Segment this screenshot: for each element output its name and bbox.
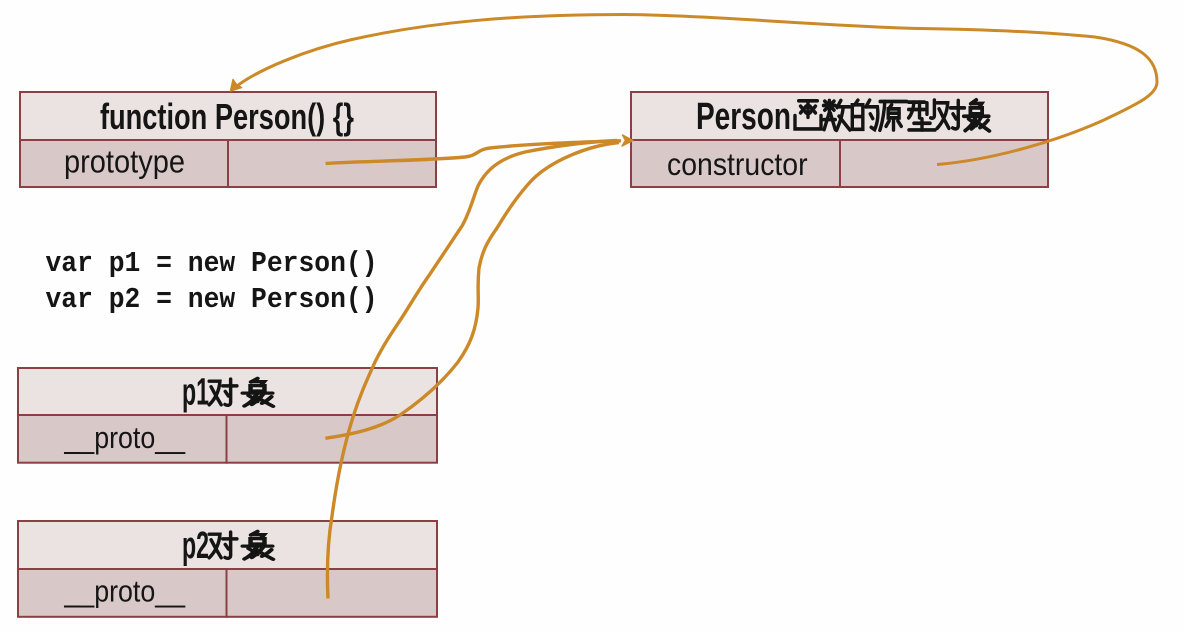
svg-text:p1: p1 [182,371,209,413]
svg-text:p2: p2 [182,525,209,567]
svg-text:__proto__: __proto__ [63,421,185,456]
svg-text:function Person() {}: function Person() {} [100,96,354,136]
svg-text:__proto__: __proto__ [63,574,185,609]
svg-text:var p2 = new Person(): var p2 = new Person() [46,284,378,316]
svg-text:var p1 = new Person(): var p1 = new Person() [46,248,378,280]
svg-text:prototype: prototype [64,143,185,180]
svg-text:Person: Person [696,96,791,138]
svg-text:constructor: constructor [667,147,808,182]
